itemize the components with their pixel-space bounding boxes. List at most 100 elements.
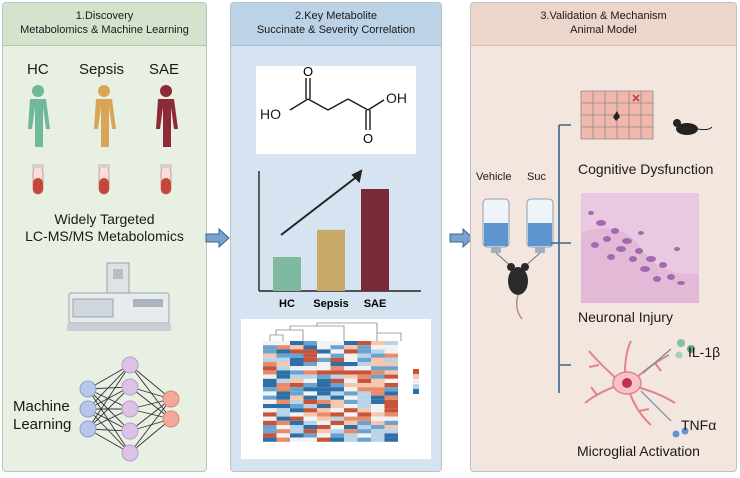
suc-bottle-icon [526, 198, 554, 253]
heatmap-cell [290, 345, 304, 350]
blood-tube-hc-icon [32, 164, 44, 195]
heatmap-cell [371, 429, 385, 434]
heatmap-cell [330, 404, 344, 409]
structure-oh-label: OH [386, 90, 407, 106]
heatmap-cell [303, 391, 317, 396]
heatmap-cell [371, 437, 385, 442]
heatmap-cell [344, 420, 358, 425]
heatmap-cell [371, 357, 385, 362]
heatmap-cell [290, 391, 304, 396]
heatmap-cell [263, 433, 277, 438]
heatmap-cell [276, 387, 290, 392]
heatmap-cell [330, 429, 344, 434]
heatmap-cell [303, 425, 317, 430]
heatmap-cell [317, 378, 331, 383]
heatmap-cell [330, 433, 344, 438]
heatmap-cell [384, 378, 398, 383]
heatmap-cell [303, 420, 317, 425]
heatmap-cell [330, 362, 344, 367]
heatmap-cell [357, 408, 371, 413]
release-pointer-il1b [642, 348, 672, 374]
heatmap-cell [384, 425, 398, 430]
discovery-header: 1.Discovery Metabolomics & Machine Learn… [3, 3, 206, 46]
heatmap-cell [317, 437, 331, 442]
heatmap-cell [276, 349, 290, 354]
flow-arrow-1-icon [205, 228, 230, 248]
heatmap-cell [344, 374, 358, 379]
heatmap-cell [384, 420, 398, 425]
neuronal-histology-image [581, 193, 699, 303]
heatmap-cell [344, 425, 358, 430]
lc-ms-instrument-icon [67, 262, 171, 331]
heatmap-cell [344, 341, 358, 346]
heatmap-cell [330, 349, 344, 354]
heatmap-cell [344, 378, 358, 383]
treatment-setup [482, 198, 554, 320]
heatmap-cell [330, 412, 344, 417]
maze-grid-icon [580, 90, 654, 140]
heatmap-cell [330, 378, 344, 383]
heatmap-cell [263, 374, 277, 379]
tnf-molecules-icon [672, 427, 689, 438]
heatmap-cell [330, 366, 344, 371]
heatmap-cell [317, 391, 331, 396]
heatmap-cell [276, 408, 290, 413]
heatmap-cell [384, 370, 398, 375]
heatmap-cell [357, 412, 371, 417]
heatmap-cell [290, 420, 304, 425]
validation-panel: 3.Validation & Mechanism Animal Model Ve… [470, 2, 737, 472]
heatmap-cell [371, 399, 385, 404]
heatmap-cell [371, 387, 385, 392]
heatmap-cell [384, 412, 398, 417]
heatmap-cell [263, 437, 277, 442]
test-mouse-icon [673, 119, 713, 135]
heatmap-cell [317, 429, 331, 434]
heatmap-cell [317, 433, 331, 438]
heatmap-cell [371, 395, 385, 400]
oxygen-top-label: O [303, 66, 313, 79]
heatmap-cell [317, 395, 331, 400]
heatmap-cell [330, 399, 344, 404]
heatmap-cell [276, 404, 290, 409]
heatmap-cell [371, 416, 385, 421]
heatmap-cell [357, 425, 371, 430]
heatmap-cell [357, 353, 371, 358]
heatmap-cell [344, 408, 358, 413]
heatmap-cell [344, 345, 358, 350]
heatmap-cell [371, 408, 385, 413]
heatmap-cell [357, 437, 371, 442]
ml-line-1: Machine [13, 398, 70, 415]
heatmap-cell [303, 395, 317, 400]
heatmap-cell [290, 416, 304, 421]
heatmap-cell [317, 366, 331, 371]
heatmap-cell [344, 391, 358, 396]
heatmap-cell [303, 416, 317, 421]
heatmap-cell [276, 357, 290, 362]
heatmap-box [241, 319, 431, 459]
heatmap-cell [371, 420, 385, 425]
heatmap-cell [303, 437, 317, 442]
heatmap-cell [357, 391, 371, 396]
heatmap-cell [290, 429, 304, 434]
heatmap-cell [263, 366, 277, 371]
branch-bracket [551, 124, 571, 393]
heatmap-cell [263, 399, 277, 404]
heatmap-cell [290, 404, 304, 409]
il1b-molecules-icon [675, 339, 695, 359]
heatmap-cell [317, 404, 331, 409]
heatmap-cell [290, 399, 304, 404]
heatmap-cell [330, 395, 344, 400]
heatmap-cell [317, 353, 331, 358]
heatmap-cell [276, 353, 290, 358]
heatmap-cell [317, 425, 331, 430]
metabolomics-method-label: Widely Targeted LC-MS/MS Metabolomics [3, 211, 206, 245]
human-figure-sae-icon [156, 85, 178, 147]
heatmap-cell [276, 420, 290, 425]
heatmap-cell [384, 437, 398, 442]
heatmap-cell [384, 429, 398, 434]
heatmap-cell [303, 345, 317, 350]
heatmap-cell [263, 395, 277, 400]
heatmap-cell [303, 429, 317, 434]
heatmap-cell [290, 408, 304, 413]
heatmap-cell [357, 374, 371, 379]
